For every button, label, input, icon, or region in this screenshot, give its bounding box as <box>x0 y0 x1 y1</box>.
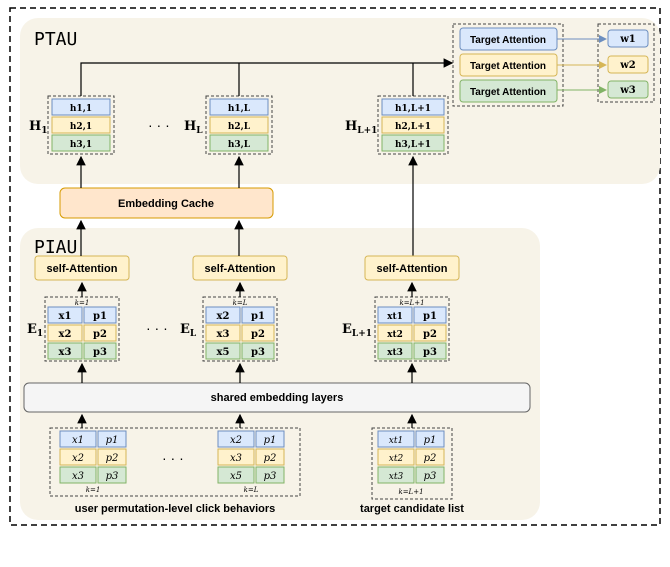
int-x2: xt2 <box>389 454 404 464</box>
self-attention-1-label: self-Attention <box>47 263 118 275</box>
h1-row-3: h3,1 <box>70 140 92 150</box>
e1-p3: p3 <box>93 347 107 358</box>
hl-row-3: h3,L <box>228 140 251 150</box>
in1-x3: x3 <box>72 471 84 482</box>
el-p3: p3 <box>251 347 265 358</box>
e1-x2: x2 <box>59 329 72 340</box>
in1-p1: p1 <box>106 435 119 446</box>
in1-x1: x1 <box>72 435 84 446</box>
ptau-panel <box>20 18 660 184</box>
hl1-row-2: h2,L+1 <box>395 122 431 132</box>
el1-p2: p2 <box>423 329 437 340</box>
e1-label: E1 <box>27 322 43 339</box>
self-attention-2 <box>192 255 288 281</box>
int-p1: p1 <box>424 435 437 446</box>
e1-stack: k=1 x1 p1 x2 p2 x3 p3 <box>44 296 120 362</box>
el1-x1: xt1 <box>387 312 403 322</box>
h1-row-1: h1,1 <box>70 104 92 114</box>
el-stack: k=L x2 p1 x3 p2 x5 p3 <box>202 296 278 362</box>
user-behaviors-group <box>49 427 301 497</box>
el1-stack: k=L+1 xt1 p1 xt2 p2 xt3 p3 <box>374 296 450 362</box>
caption-target-candidates: target candidate list <box>360 503 464 515</box>
h1-stack: h1,1 h2,1 h3,1 <box>47 95 115 155</box>
el1-label: EL+1 <box>342 322 372 339</box>
h1-label: H1 <box>29 119 48 136</box>
int-k: k=L+1 <box>398 488 423 496</box>
input-group-target: xt1 p1 xt2 p2 xt3 p3 k=L+1 <box>371 427 453 500</box>
e1-p2: p2 <box>93 329 107 340</box>
el1-x3: xt3 <box>387 348 403 358</box>
hl-row-1: h1,L <box>228 104 251 114</box>
weights-group <box>597 23 655 103</box>
hl1-label: HL+1 <box>345 119 377 136</box>
el-label: EL <box>180 322 197 339</box>
int-p2: p2 <box>424 453 437 464</box>
self-attention-3-label: self-Attention <box>377 263 448 275</box>
piau-dots: · · · <box>146 320 168 336</box>
in1-p3: p3 <box>106 471 119 482</box>
el-p2: p2 <box>251 329 265 340</box>
el1-x2: xt2 <box>387 330 403 340</box>
e1-x3: x3 <box>59 347 72 358</box>
inl-p3: p3 <box>264 471 277 482</box>
el-x3: x5 <box>217 347 230 358</box>
target-attention-2-label: Target Attention <box>470 61 546 72</box>
h1-row-2: h2,1 <box>70 122 92 132</box>
hl-stack: h1,L h2,L h3,L <box>205 95 273 155</box>
target-attention-3 <box>459 79 558 103</box>
in1-k: k=1 <box>86 486 101 494</box>
int-x3: xt3 <box>389 472 404 482</box>
inl-k: k=L <box>244 486 259 494</box>
input-group-1: x1 p1 x2 p2 x3 p3 k=1 <box>59 430 127 494</box>
weight-2-label: w2 <box>619 60 636 71</box>
el-k: k=L <box>233 299 248 307</box>
weight-3-label: w3 <box>619 85 636 96</box>
self-attention-3 <box>364 255 460 281</box>
hl1-stack: h1,L+1 h2,L+1 h3,L+1 <box>377 95 449 155</box>
weight-1 <box>607 29 649 48</box>
int-x1: xt1 <box>389 436 403 446</box>
e1-p1: p1 <box>93 311 107 322</box>
inl-x3: x5 <box>230 471 242 482</box>
el1-p1: p1 <box>423 311 437 322</box>
ptau-title: PTAU <box>34 29 77 50</box>
self-attention-2-label: self-Attention <box>205 263 276 275</box>
caption-user-behaviors: user permutation-level click behaviors <box>75 503 276 515</box>
embedding-cache-label: Embedding Cache <box>118 198 214 210</box>
in1-p2: p2 <box>106 453 119 464</box>
hl1-row-1: h1,L+1 <box>395 104 431 114</box>
weight-3 <box>607 80 649 99</box>
self-attention-1 <box>34 255 130 281</box>
el1-p3: p3 <box>423 347 437 358</box>
hl1-row-3: h3,L+1 <box>395 140 431 150</box>
int-p3: p3 <box>424 471 437 482</box>
inputs-dots: · · · <box>162 450 184 466</box>
embedding-cache <box>59 187 274 219</box>
inl-p1: p1 <box>264 435 277 446</box>
weight-1-label: w1 <box>619 34 636 45</box>
weight-2 <box>607 55 649 74</box>
input-group-l: x2 p1 x3 p2 x5 p3 k=L <box>217 430 285 494</box>
e1-k: k=1 <box>75 299 90 307</box>
e1-x1: x1 <box>59 311 72 322</box>
inl-p2: p2 <box>264 453 277 464</box>
in1-x2: x2 <box>72 453 84 464</box>
el1-k: k=L+1 <box>399 299 424 307</box>
arrow-h-to-target <box>80 58 454 96</box>
shared-embedding-label: shared embedding layers <box>211 392 344 404</box>
shared-embedding-layers <box>23 382 531 413</box>
inl-x2: x3 <box>230 453 242 464</box>
hl-row-2: h2,L <box>228 122 251 132</box>
target-attention-1-label: Target Attention <box>470 35 546 46</box>
target-attention-3-label: Target Attention <box>470 87 546 98</box>
el-p1: p1 <box>251 311 265 322</box>
hl-label: HL <box>184 119 203 136</box>
inl-x1: x2 <box>230 435 242 446</box>
el-x1: x2 <box>217 311 230 322</box>
outer-frame <box>9 7 661 526</box>
ptau-dots: · · · <box>148 117 170 133</box>
el-x2: x3 <box>217 329 230 340</box>
piau-title: PIAU <box>34 237 77 258</box>
